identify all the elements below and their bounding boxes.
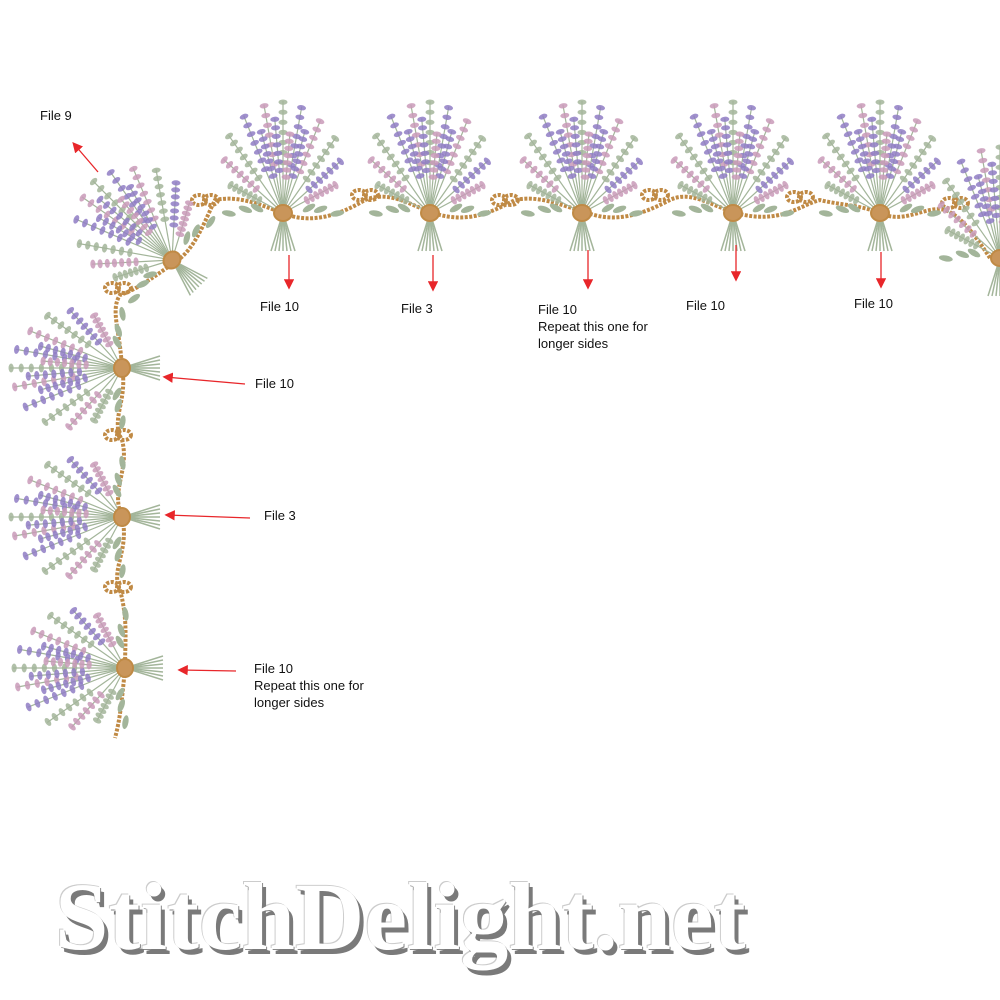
arrow-left3 [177,664,237,676]
arrow-file9 [72,142,99,173]
rope-knot [113,358,131,378]
bouquet-left-2 [8,455,161,580]
rope-knot [113,507,131,527]
label-top1: File 10 [260,299,300,314]
bouquet-top-3 [519,99,644,252]
bouquet-top-2 [367,99,492,252]
label-left3: File 10 Repeat this one for longer sides [254,660,364,711]
bouquet-top-4 [670,99,795,252]
bouquet-left-1 [8,306,161,431]
rope-bow-loop [202,193,220,207]
rope-knot [990,249,1000,267]
rope-bow-loop [115,580,133,594]
rope-bow-loop [115,428,133,442]
rope-bow-loop [952,196,970,210]
bouquet-top-1 [220,99,345,252]
label-left1: File 10 [255,376,295,391]
label-top2: File 3 [401,301,433,316]
label-top3: File 10 Repeat this one for longer sides [538,301,648,352]
bouquet-corner [73,165,216,304]
rope-knot [420,204,440,222]
label-top4: File 10 [686,298,726,313]
rope-bow-loop [797,190,815,204]
label-left3-line1: File 10 [254,661,294,676]
rope-knot [162,250,182,270]
rope-garland [103,188,992,739]
label-top5: File 10 [854,296,894,311]
label-file9: File 9 [40,108,72,123]
bouquet-top-partial [937,144,1000,297]
rope-knot [116,658,134,678]
rope-knot [572,204,592,222]
label-top3-line1: File 10 [538,302,578,317]
rope-bow-loop [502,193,520,207]
bouquet-top-5 [817,99,942,252]
rope-knot [870,204,890,222]
rope-knot [273,204,293,222]
rope-bow-loop [115,281,133,295]
rope-bow-loop [362,188,380,202]
arrows [72,142,887,676]
bouquet-left-3 [11,606,164,731]
label-top3-line3: longer sides [538,336,609,351]
watermark-logo: StitchDelight.net [55,863,746,970]
rope-knot [723,204,743,222]
label-left2: File 3 [264,508,296,523]
rope-path [113,194,992,739]
label-top3-line2: Repeat this one for [538,319,648,334]
arrow-left1 [162,372,246,385]
rope-bow-loop [652,188,670,202]
arrow-left2 [164,510,251,521]
label-left3-line2: Repeat this one for [254,678,364,693]
label-left3-line3: longer sides [254,695,325,710]
